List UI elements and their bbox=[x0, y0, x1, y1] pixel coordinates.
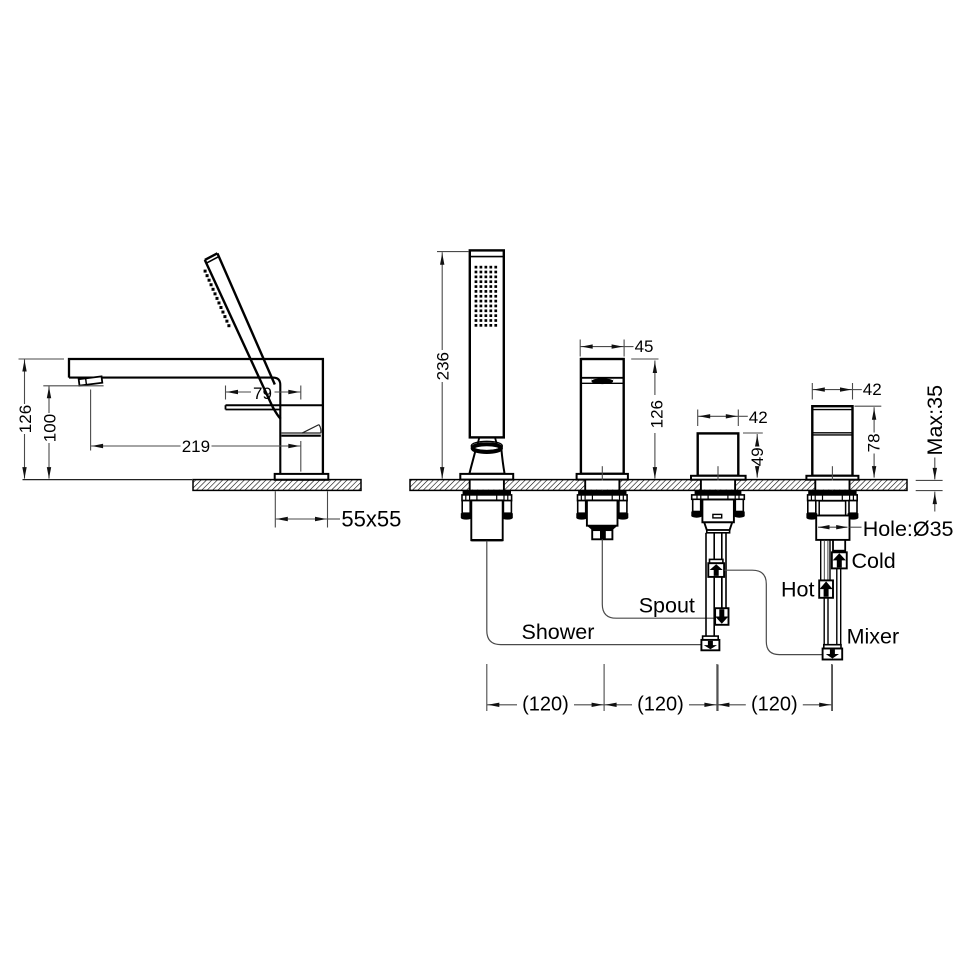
svg-text:126: 126 bbox=[648, 400, 667, 428]
svg-text:236: 236 bbox=[434, 352, 453, 380]
svg-text:100: 100 bbox=[41, 414, 60, 442]
svg-text:Max:35: Max:35 bbox=[923, 385, 947, 456]
svg-text:Mixer: Mixer bbox=[847, 625, 900, 649]
svg-text:55x55: 55x55 bbox=[341, 506, 401, 531]
svg-text:Spout: Spout bbox=[639, 593, 695, 617]
svg-text:Cold: Cold bbox=[852, 549, 896, 573]
svg-text:(120): (120) bbox=[522, 693, 569, 715]
svg-text:(120): (120) bbox=[637, 693, 684, 715]
svg-text:78: 78 bbox=[865, 433, 884, 452]
svg-text:(120): (120) bbox=[751, 693, 798, 715]
svg-text:Shower: Shower bbox=[522, 620, 595, 644]
svg-text:Hot: Hot bbox=[781, 578, 814, 602]
svg-text:79: 79 bbox=[253, 384, 272, 403]
svg-text:Hole:Ø35: Hole:Ø35 bbox=[863, 517, 954, 541]
svg-text:49: 49 bbox=[748, 447, 767, 466]
svg-text:126: 126 bbox=[16, 405, 35, 433]
svg-text:45: 45 bbox=[635, 337, 654, 356]
svg-text:42: 42 bbox=[749, 408, 768, 427]
svg-text:42: 42 bbox=[863, 380, 882, 399]
svg-text:219: 219 bbox=[182, 437, 210, 456]
